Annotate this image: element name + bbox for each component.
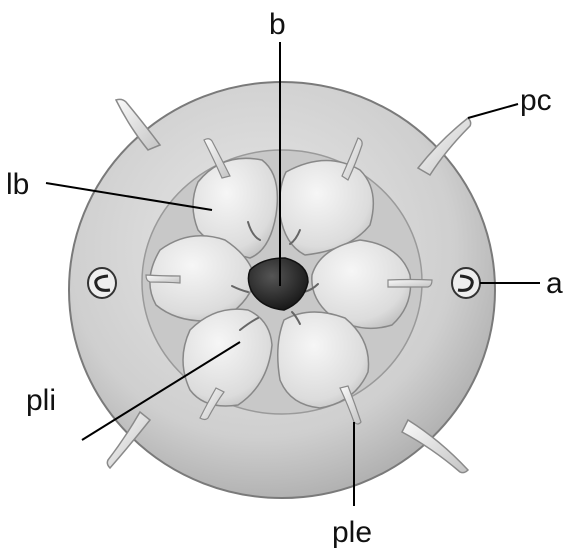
lobe-tentacle [388,280,432,288]
leader-line-pc [468,104,518,118]
label-ple: ple [332,516,372,549]
label-pli: pli [26,384,56,417]
lobe-tentacle [146,275,180,283]
label-lb: lb [6,168,29,201]
label-b: b [269,8,286,41]
label-pc: pc [520,84,552,117]
label-a: a [546,267,563,300]
statocyst-left [88,268,116,298]
statocyst-right [452,268,480,298]
